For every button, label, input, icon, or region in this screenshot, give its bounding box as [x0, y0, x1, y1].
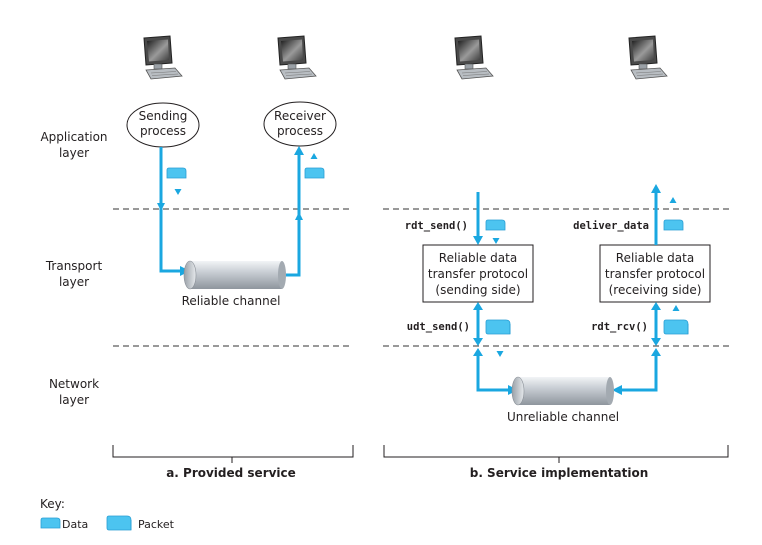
- svg-text:Reliable data: Reliable data: [439, 251, 517, 265]
- key-item-packet: Packet: [106, 515, 175, 531]
- svg-text:Receiver: Receiver: [274, 109, 326, 123]
- svg-text:Sending: Sending: [139, 109, 188, 123]
- application-layer-label: Application layer: [40, 130, 107, 160]
- svg-text:transfer protocol: transfer protocol: [605, 267, 705, 281]
- svg-text:(receiving side): (receiving side): [609, 283, 702, 297]
- data-icon: [304, 167, 325, 179]
- rdt-rcv-label: rdt_rcv(): [591, 321, 648, 333]
- svg-text:layer: layer: [59, 275, 89, 289]
- caption-service-implementation: b. Service implementation: [470, 466, 649, 480]
- computer-icon-sender-a: [143, 35, 183, 80]
- receiver-process: Receiver process: [263, 101, 337, 147]
- key-item-data: Data: [40, 517, 88, 531]
- svg-text:transfer protocol: transfer protocol: [428, 267, 528, 281]
- unreliable-channel-label: Unreliable channel: [507, 410, 619, 424]
- receiver-network-path: [612, 348, 661, 395]
- receiver-flow-arrow-a: [286, 146, 304, 277]
- computer-icon-receiver-a: [277, 35, 317, 80]
- sending-process: Sending process: [126, 102, 200, 148]
- data-up-arrow-b: [663, 197, 684, 231]
- data-icon: [166, 167, 187, 179]
- packet-up-arrow-b: [663, 305, 689, 335]
- sender-network-path: [473, 348, 518, 395]
- packet-down-arrow-b: [485, 319, 511, 357]
- deliver-data-label: deliver_data: [573, 220, 649, 232]
- rdt-receiver-box: Reliable data transfer protocol (receivi…: [599, 244, 711, 303]
- svg-text:Reliable data: Reliable data: [616, 251, 694, 265]
- data-icon: [485, 219, 506, 231]
- data-down-arrow-a: [166, 167, 187, 195]
- svg-text:Transport: Transport: [45, 259, 103, 273]
- svg-text:Network: Network: [49, 377, 99, 391]
- rdt-send-arrow: [473, 192, 483, 245]
- svg-text:layer: layer: [59, 146, 89, 160]
- sender-flow-arrow-a: [157, 147, 190, 276]
- bracket-b: [383, 445, 729, 463]
- svg-text:(sending side): (sending side): [435, 283, 520, 297]
- rdt-send-label: rdt_send(): [405, 220, 468, 232]
- udt-send-label: udt_send(): [407, 321, 470, 333]
- svg-text:Application: Application: [40, 130, 107, 144]
- bracket-a: [112, 445, 354, 463]
- svg-text:Data: Data: [62, 518, 88, 531]
- caption-provided-service: a. Provided service: [166, 466, 296, 480]
- packet-icon: [106, 515, 132, 531]
- data-icon: [40, 517, 61, 529]
- reliable-channel-pipe: [183, 260, 286, 290]
- reliable-channel-label: Reliable channel: [182, 294, 281, 308]
- svg-text:process: process: [277, 124, 323, 138]
- rdt-rcv-arrow: [651, 302, 661, 346]
- rdt-sender-box: Reliable data transfer protocol (sending…: [422, 244, 534, 303]
- key-title: Key:: [40, 497, 65, 511]
- packet-icon: [663, 319, 689, 335]
- deliver-data-arrow: [651, 184, 661, 245]
- transport-layer-label: Transport layer: [45, 259, 103, 289]
- svg-text:Packet: Packet: [138, 518, 175, 531]
- data-icon: [663, 219, 684, 231]
- unreliable-channel-pipe: [511, 376, 614, 406]
- data-up-arrow-a: [304, 153, 325, 179]
- udt-send-arrow: [473, 302, 483, 346]
- svg-text:process: process: [140, 124, 186, 138]
- packet-icon: [485, 319, 511, 335]
- computer-icon-receiver-b: [628, 35, 668, 80]
- network-layer-label: Network layer: [49, 377, 99, 407]
- computer-icon-sender-b: [454, 35, 494, 80]
- svg-text:layer: layer: [59, 393, 89, 407]
- data-down-arrow-b: [485, 219, 506, 244]
